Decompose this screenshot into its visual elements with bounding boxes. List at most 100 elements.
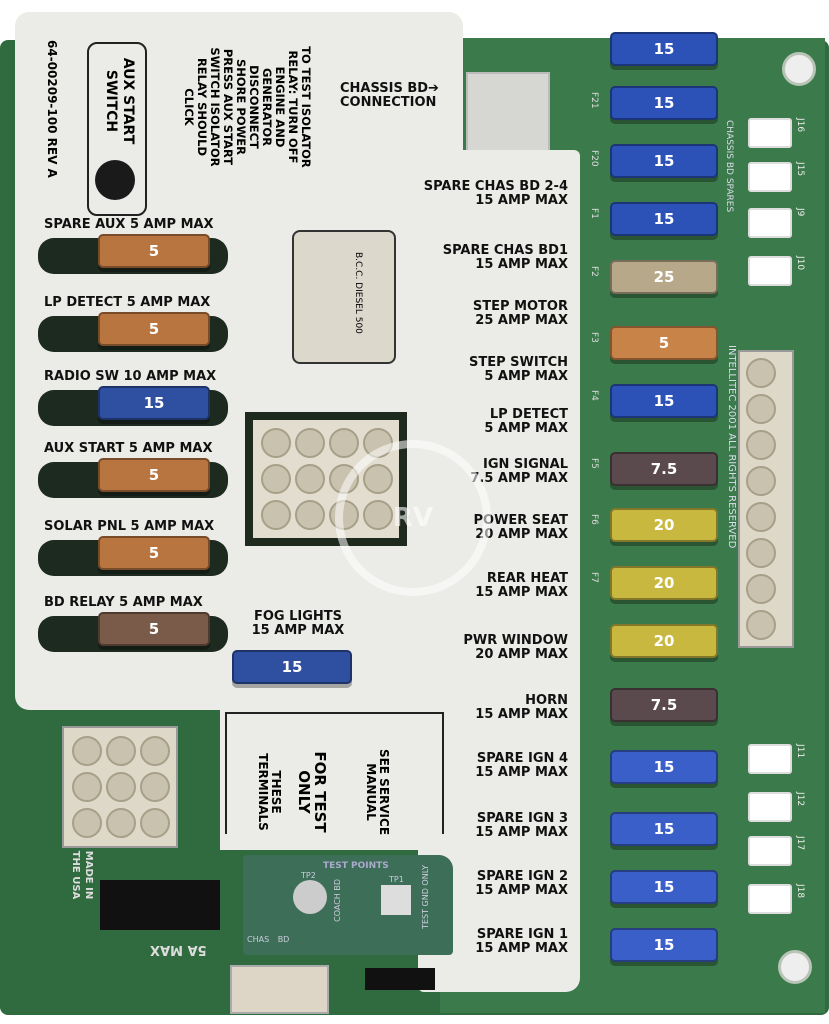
fuse-id: F1 <box>589 208 599 219</box>
copyright: INTELLITEC 2001 ALL RIGHTS RESERVED <box>726 345 737 549</box>
diode <box>365 968 435 990</box>
right-fuse[interactable]: 5 <box>610 326 718 360</box>
fuse-id: F4 <box>589 390 599 401</box>
connector-pin <box>295 428 325 458</box>
left-fuse-label: SPARE AUX 5 AMP MAX <box>44 217 214 232</box>
left-fuse[interactable]: 5 <box>98 536 210 570</box>
right-fuse[interactable]: 7.5 <box>610 688 718 722</box>
label-test-area <box>220 690 460 850</box>
circuit-rating: 15 AMP MAX <box>475 193 568 208</box>
jumper-id: J15 <box>795 162 805 177</box>
circuit-name: HORN <box>525 693 568 708</box>
circuit-name: SPARE CHAS BD1 <box>442 243 568 258</box>
connector-pin <box>746 574 776 604</box>
jumper-id: J18 <box>795 884 805 899</box>
fuse-id: F7 <box>589 572 599 583</box>
fuse-id: F5 <box>589 458 599 469</box>
connector-pin <box>261 428 291 458</box>
spare-jumper[interactable] <box>748 162 792 192</box>
left-fuse[interactable]: 15 <box>98 386 210 420</box>
right-fuse[interactable]: 15 <box>610 202 718 236</box>
left-fuse-label: BD RELAY 5 AMP MAX <box>44 595 203 610</box>
jumper-id: J10 <box>795 256 805 271</box>
right-fuse[interactable]: 15 <box>610 928 718 962</box>
fuse-id: F3 <box>589 332 599 343</box>
circuit-rating: 15 AMP MAX <box>475 765 568 780</box>
right-fuse[interactable]: 20 <box>610 566 718 600</box>
connector-pin <box>140 808 170 838</box>
spare-jumper[interactable] <box>748 208 792 238</box>
circuit-name: SPARE IGN 2 <box>476 869 568 884</box>
right-fuse[interactable]: 15 <box>610 86 718 120</box>
aux-start-switch-button[interactable] <box>95 160 135 200</box>
spare-jumper[interactable] <box>748 884 792 914</box>
circuit-rating: 15 AMP MAX <box>475 883 568 898</box>
connector-pin <box>329 428 359 458</box>
right-fuse[interactable]: 15 <box>610 144 718 178</box>
connector-pin <box>746 466 776 496</box>
circuit-name: REAR HEAT <box>486 571 568 586</box>
tp1-pad[interactable] <box>381 885 411 915</box>
coach-bd-label: COACH BD <box>333 879 342 922</box>
circuit-name: STEP MOTOR <box>472 299 568 314</box>
chas-bd-label: CHAS BD <box>247 935 290 944</box>
test-gnd-label: TEST GND ONLY <box>421 865 430 929</box>
circuit-rating: 5 AMP MAX <box>484 421 568 436</box>
jumper-id: J9 <box>795 208 805 217</box>
right-fuse[interactable]: 15 <box>610 870 718 904</box>
tp2-pad[interactable] <box>293 880 327 914</box>
circuit-name: SPARE IGN 1 <box>476 927 568 942</box>
right-fuse[interactable]: 25 <box>610 260 718 294</box>
left-fuse[interactable]: 15 <box>232 650 352 684</box>
right-fuse[interactable]: 15 <box>610 384 718 418</box>
test-text-2: FOR TEST ONLY <box>295 751 329 833</box>
spare-jumper[interactable] <box>748 744 792 774</box>
left-fuse-label: FOG LIGHTS 15 AMP MAX <box>251 609 345 638</box>
circuit-name: STEP SWITCH <box>469 355 568 370</box>
connector-pin <box>746 538 776 568</box>
connector-pin <box>746 502 776 532</box>
connector-pin <box>261 500 291 530</box>
left-fuse[interactable]: 5 <box>98 234 210 268</box>
circuit-rating: 5 AMP MAX <box>484 369 568 384</box>
test-text-1: THESE TERMINALS <box>256 753 283 831</box>
left-fuse-label: SOLAR PNL 5 AMP MAX <box>44 519 215 534</box>
left-fuse-label: LP DETECT 5 AMP MAX <box>44 295 211 310</box>
right-fuse[interactable]: 15 <box>610 750 718 784</box>
test-bracket <box>225 712 444 834</box>
right-fuse[interactable]: 20 <box>610 624 718 658</box>
test-points-area: TEST POINTS TP2 COACH BD TP1 TEST GND ON… <box>243 855 453 955</box>
right-fuse[interactable]: 7.5 <box>610 452 718 486</box>
circuit-rating: 20 AMP MAX <box>475 527 568 542</box>
aux-start-switch-box <box>87 42 147 216</box>
left-fuse-label: RADIO SW 10 AMP MAX <box>44 369 217 384</box>
circuit-name: SPARE IGN 4 <box>476 751 568 766</box>
connector-pin <box>106 772 136 802</box>
spare-jumper[interactable] <box>748 792 792 822</box>
spare-jumper[interactable] <box>748 836 792 866</box>
bottom-connector <box>230 965 329 1014</box>
circuit-rating: 15 AMP MAX <box>475 825 568 840</box>
connector-pin <box>72 772 102 802</box>
jumper-id: J12 <box>795 792 805 807</box>
left-fuse[interactable]: 5 <box>98 312 210 346</box>
left-fuse[interactable]: 5 <box>98 458 210 492</box>
connector-pin <box>746 358 776 388</box>
fuse-id: F2 <box>589 266 599 277</box>
right-fuse[interactable]: 15 <box>610 812 718 846</box>
jumper-id: J17 <box>795 836 805 851</box>
spare-jumper[interactable] <box>748 256 792 286</box>
circuit-rating: 25 AMP MAX <box>475 313 568 328</box>
right-fuse[interactable]: 20 <box>610 508 718 542</box>
spare-jumper[interactable] <box>748 118 792 148</box>
left-fuse[interactable]: 5 <box>98 612 210 646</box>
right-fuse[interactable]: 15 <box>610 32 718 66</box>
circuit-name: IGN SIGNAL <box>482 457 568 472</box>
